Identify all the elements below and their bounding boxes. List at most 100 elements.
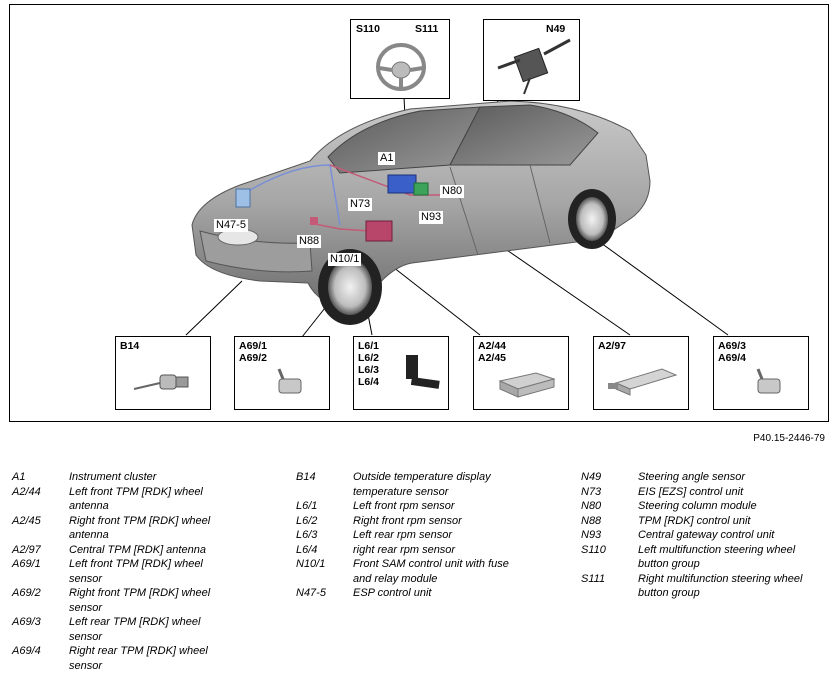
legend-description: Right rear TPM [RDK] wheel sensor [69,645,208,672]
callout-b14: B14 [115,336,211,410]
temperature-sensor-icon [133,374,189,390]
legend-item: N88 TPM [RDK] control unit [581,514,831,529]
legend-description: Front SAM control unit with fuse and rel… [353,558,509,585]
legend-code: L6/3 [296,529,318,541]
callout-s110-s111: S110 S111 [350,19,450,99]
legend-code: L6/1 [296,500,318,512]
legend-description: TPM [RDK] control unit [638,514,751,527]
legend-description: Central gateway control unit [638,529,775,541]
legend-description: Left front rpm sensor [353,500,455,512]
legend-item: S110 Left multifunction steering wheel bu… [581,543,831,572]
control-units [235,174,429,242]
legend-code: S110 [581,543,606,556]
callout-label: L6/1 [358,340,380,352]
legend-code: A69/4 [12,645,41,657]
rear-wheel [568,189,616,249]
legend-item: N93 Central gateway control unit [581,528,831,543]
legend-item: L6/1 Left front rpm sensor [296,499,566,514]
front-wheel [318,249,382,325]
callout-n49: N49 [483,19,580,101]
callout-label: N49 [546,23,566,35]
legend-description: Left multifunction steering wheel button… [638,543,796,571]
legend-code: L6/2 [296,514,318,527]
legend-code: L6/4 [296,543,318,556]
legend-code: A69/2 [12,587,41,599]
antenna-module-icon [498,372,556,398]
legend-description: Instrument cluster [69,471,157,483]
callout-label: A2/97 [598,340,627,352]
legend-code: N73 [581,485,602,498]
tag-n73: N73 [348,198,373,211]
legend-item: L6/3 Left rear rpm sensor [296,528,566,543]
legend-code: N47-5 [296,587,326,599]
callout-label: L6/3 [358,364,380,376]
legend-description: Left front TPM [RDK] wheel antenna [69,485,203,513]
callout-label: L6/2 [358,352,380,364]
legend-description: Right multifunction steering wheel butto… [638,572,803,600]
legend-item: L6/2 Right front rpm sensor [296,514,566,529]
tag-a1: A1 [378,152,396,165]
legend-code: N80 [581,500,602,512]
legend-column-2: B14 Outside temperature display temperatu… [296,470,566,601]
tag-n88: N88 [297,235,322,248]
wiring [241,164,440,232]
legend-code: A2/44 [12,485,41,498]
legend-code: N10/1 [296,558,326,570]
legend-description: Steering column module [638,500,757,512]
legend-description: Outside temperature display temperature … [353,471,491,498]
callout-label: S110 [356,23,380,35]
tag-n10-1: N10/1 [328,253,362,266]
legend-item: A1 Instrument cluster [12,470,272,485]
legend-item: A69/4 Right rear TPM [RDK] wheel sensor [12,644,272,673]
callout-label: A69/4 [718,352,747,364]
legend-item: A69/2 Right front TPM [RDK] wheel sensor [12,586,272,615]
legend-item: S111 Right multifunction steering wheel b… [581,572,831,601]
legend-description: ESP control unit [353,587,432,599]
legend-description: Right front TPM [RDK] wheel antenna [69,514,211,542]
callout-label: A2/45 [478,352,507,364]
legend-description: right rear rpm sensor [353,543,456,556]
legend-description: Right front TPM [RDK] wheel sensor [69,587,211,614]
legend-code: S111 [581,572,606,585]
legend-code: A2/97 [12,543,41,556]
callout-l6: L6/1 L6/2 L6/3 L6/4 [353,336,449,410]
callout-label: A69/1 [239,340,268,352]
legend-code: N49 [581,471,602,483]
legend-description: Steering angle sensor [638,471,746,483]
figure-reference: P40.15-2446-79 [753,433,825,444]
legend-item: B14 Outside temperature display temperatu… [296,470,566,499]
legend-item: A2/44 Left front TPM [RDK] wheel antenna [12,485,272,514]
tag-n80: N80 [440,185,465,198]
legend-description: Right front rpm sensor [353,514,462,527]
legend-description: Central TPM [RDK] antenna [69,543,206,556]
callout-label: S111 [415,23,439,35]
callout-label: A2/44 [478,340,507,352]
car-body [191,100,651,306]
tag-n93: N93 [419,211,444,224]
tag-n47-5: N47-5 [214,219,248,232]
legend-item: A2/97 Central TPM [RDK] antenna [12,543,272,558]
legend-code: A1 [12,471,26,483]
legend-code: N88 [581,514,602,527]
legend-description: Left front TPM [RDK] wheel sensor [69,558,203,585]
callout-a2-97: A2/97 [593,336,689,410]
callout-label: A69/3 [718,340,747,352]
callout-a2-44-45: A2/44 A2/45 [473,336,569,410]
legend-description: Left rear rpm sensor [353,529,453,541]
central-antenna-icon [608,368,678,396]
legend-item: N47-5 ESP control unit [296,586,566,601]
tire-pressure-sensor-icon [277,368,302,394]
rpm-sensor-icon [406,355,440,389]
tire-pressure-sensor-icon [756,368,781,394]
legend-item: L6/4 right rear rpm sensor [296,543,566,558]
legend-code: N93 [581,529,602,541]
legend-code: A69/3 [12,616,41,628]
legend-item: A69/1 Left front TPM [RDK] wheel sensor [12,557,272,586]
legend-code: B14 [296,471,316,483]
legend-code: A69/1 [12,558,41,570]
